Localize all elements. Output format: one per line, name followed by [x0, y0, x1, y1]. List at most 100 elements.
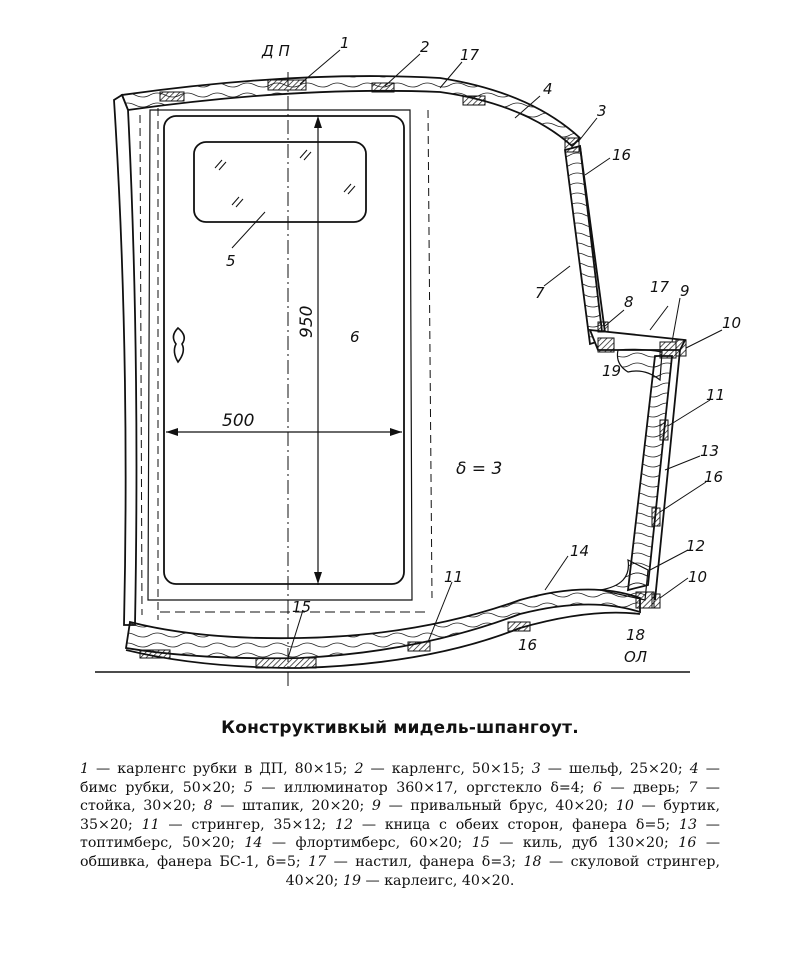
legend-text: — штапик, 20×20;	[212, 798, 372, 815]
legend-text: — дверь;	[602, 779, 689, 796]
legend-number: 7	[688, 779, 698, 796]
legend-number: 19	[342, 872, 361, 889]
legend-text: — обшивка, фанера БС-1, δ=5;	[80, 835, 721, 870]
legend-text: — флортимберс, 60×20;	[262, 835, 472, 852]
label-centerline: Д П	[261, 42, 290, 60]
legend-number: 13	[678, 816, 697, 833]
legend-number: 9	[371, 798, 381, 815]
legend-text: — шельф, 25×20;	[540, 761, 690, 777]
top-timber	[626, 355, 673, 592]
legend-number: 16	[678, 835, 697, 852]
legend-entry: 8 — штапик, 20×20;	[204, 798, 372, 814]
legend-entry: 18 — скуловой стрингер, 40×20;	[286, 854, 720, 889]
door-panel	[163, 115, 405, 585]
legend-text: — бимс рубки, 50×20;	[80, 761, 720, 796]
callout-18: 18	[626, 626, 645, 644]
legend-entry: 11 — стрингер, 35×12;	[142, 817, 335, 833]
door-handle	[172, 326, 186, 364]
legend-entry: 16 — обшивка, фанера БС-1, δ=5;	[80, 835, 720, 870]
legend-number: 8	[203, 798, 213, 815]
roof-carlings-centre	[267, 79, 307, 91]
legend-text: — настил, фанера δ=3;	[326, 853, 524, 870]
bottom-block-left	[139, 649, 171, 659]
keel	[255, 657, 317, 669]
callout-9: 9	[680, 282, 690, 300]
label-thickness: δ = 3	[456, 459, 502, 479]
legend-number: 17	[308, 853, 327, 870]
callout-15: 15	[292, 598, 311, 616]
legend-text: — буртик, 35×20;	[80, 798, 720, 833]
glazing-bead	[597, 321, 609, 333]
knee-upper	[616, 348, 663, 382]
stringer-side-2	[651, 507, 661, 527]
callout-2: 2	[420, 38, 430, 56]
roof-carlings	[371, 82, 395, 93]
roof-beam-block-2	[462, 95, 486, 106]
legend-entry: 4 — бимс рубки, 50×20;	[80, 761, 720, 796]
legend-text: — стрингер, 35×12;	[159, 816, 335, 833]
midship-section-drawing: Д П 1 2 17 4 3 16 5 6 7 8 17 9 10 19 11 …	[95, 34, 741, 690]
door-frame	[147, 109, 413, 601]
leader-lines	[287, 49, 723, 659]
stringer-side	[659, 419, 669, 441]
callout-6: 6	[350, 328, 360, 346]
roof-beam-block	[159, 91, 185, 102]
legend-number: 10	[615, 798, 634, 815]
callout-3: 3	[597, 102, 607, 120]
legend-text: — карленгс рубки в ДП, 80×15;	[89, 761, 355, 777]
legend-entry: 12 — кница с обеих сторон, фанера δ=5;	[335, 817, 679, 833]
callout-13: 13	[700, 442, 719, 460]
callout-10-bottom: 10	[688, 568, 707, 586]
legend-entry: 9 — привальный брус, 40×20;	[372, 798, 616, 814]
callout-16-top: 16	[612, 146, 631, 164]
legend-text: — карлеигс, 40×20.	[360, 872, 515, 889]
legend-entry: 17 — настил, фанера δ=3;	[308, 854, 523, 870]
legend-entry: 6 — дверь;	[593, 780, 688, 796]
callout-11-bottom: 11	[444, 568, 463, 586]
bottom-stringer	[407, 641, 431, 652]
legend-number: 12	[334, 816, 354, 833]
legend: 1 — карленгс рубки в ДП, 80×15; 2 — карл…	[80, 760, 720, 890]
callout-16-side: 16	[704, 468, 723, 486]
callout-11-side: 11	[706, 386, 725, 404]
label-door-width: 500	[222, 411, 254, 431]
legend-text: — стойка, 30×20;	[80, 779, 720, 815]
midship-section-diagram: Д П 1 2 17 4 3 16 5 6 7 8 17 9 10 19 11 …	[95, 34, 741, 690]
bottom-planking	[125, 611, 641, 669]
toe-rail-top	[675, 339, 687, 357]
legend-text: — киль, дуб 130×20;	[489, 835, 679, 852]
legend-entry: 2 — карленгс, 50×15;	[354, 761, 531, 777]
legend-entry: 1 — карленгс рубки в ДП, 80×15;	[80, 761, 354, 777]
legend-text: — кница с обеих сторон, фанера δ=5;	[353, 816, 679, 833]
label-door-height: 950	[297, 306, 317, 338]
callout-5: 5	[226, 252, 236, 270]
legend-entry: 19 — карлеигс, 40×20.	[343, 873, 514, 889]
legend-text: — карленгс, 50×15;	[363, 761, 532, 777]
bottom-stringer-2	[507, 621, 531, 632]
legend-number: 11	[141, 816, 160, 833]
legend-text: — скуловой стрингер, 40×20;	[285, 853, 720, 889]
legend-entry: 10 — буртик, 35×20;	[80, 798, 720, 833]
door-frame-dash-right	[427, 109, 433, 599]
callout-10-top: 10	[722, 314, 741, 332]
callout-19: 19	[602, 362, 621, 380]
callout-1: 1	[340, 34, 350, 52]
callout-16-bottom: 16	[518, 636, 537, 654]
legend-number: 6	[593, 779, 603, 796]
callout-12: 12	[686, 537, 705, 555]
caption-title: Конструктивкый мидель-шпангоут.	[221, 718, 579, 738]
toe-rail-bottom	[651, 593, 661, 609]
legend-number: 5	[243, 779, 253, 796]
legend-number: 15	[471, 835, 490, 852]
callout-17-side: 17	[650, 278, 670, 296]
legend-text: — иллюминатор 360×17, оргстекло δ=4;	[252, 779, 594, 796]
legend-entry: 14 — флортимберс, 60×20;	[244, 835, 471, 851]
legend-entry: 5 — иллюминатор 360×17, оргстекло δ=4;	[244, 780, 593, 796]
legend-text: — топтимберс, 50×20;	[80, 816, 720, 852]
legend-entry: 15 — киль, дуб 130×20;	[472, 835, 679, 851]
callout-14: 14	[570, 542, 589, 560]
carlings-19	[597, 337, 615, 353]
legend-number: 14	[244, 835, 263, 852]
porthole-glass-marks	[214, 149, 356, 208]
legend-number: 1	[80, 761, 90, 777]
